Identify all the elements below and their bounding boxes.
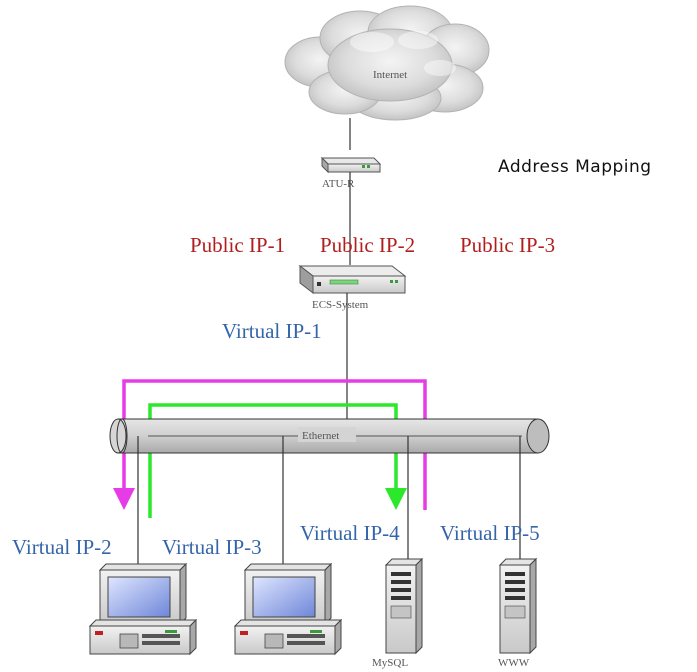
mysql-label: MySQL — [372, 657, 408, 669]
virtual-ip-5-label: Virtual IP-5 — [440, 521, 540, 545]
virtual-ip-3-label: Virtual IP-3 — [162, 535, 262, 559]
ethernet-drops — [137, 436, 521, 570]
page-title: Address Mapping — [498, 157, 652, 177]
mysql-server-icon — [384, 557, 424, 655]
ecs-system-icon — [298, 264, 407, 295]
ecs-system-label: ECS-System — [312, 299, 369, 311]
workstation-1-icon — [88, 562, 198, 656]
ethernet-label: Ethernet — [302, 430, 339, 442]
ethernet-backbone — [109, 418, 550, 454]
internet-cloud-icon — [284, 5, 490, 121]
internet-label: Internet — [373, 69, 407, 81]
virtual-ip-2-label: Virtual IP-2 — [12, 535, 112, 559]
public-ip-2-label: Public IP-2 — [320, 233, 415, 257]
ethernet-label-bg — [298, 427, 356, 442]
www-label: WWW — [498, 657, 530, 669]
www-server-icon — [498, 557, 538, 655]
virtual-ip-4-label: Virtual IP-4 — [300, 521, 400, 545]
public-ip-3-label: Public IP-3 — [460, 233, 555, 257]
router-label: ATU-R — [322, 178, 355, 190]
workstation-2-icon — [233, 562, 343, 656]
router-icon — [320, 156, 382, 174]
virtual-ip-1-label: Virtual IP-1 — [222, 319, 322, 343]
public-ip-1-label: Public IP-1 — [190, 233, 285, 257]
